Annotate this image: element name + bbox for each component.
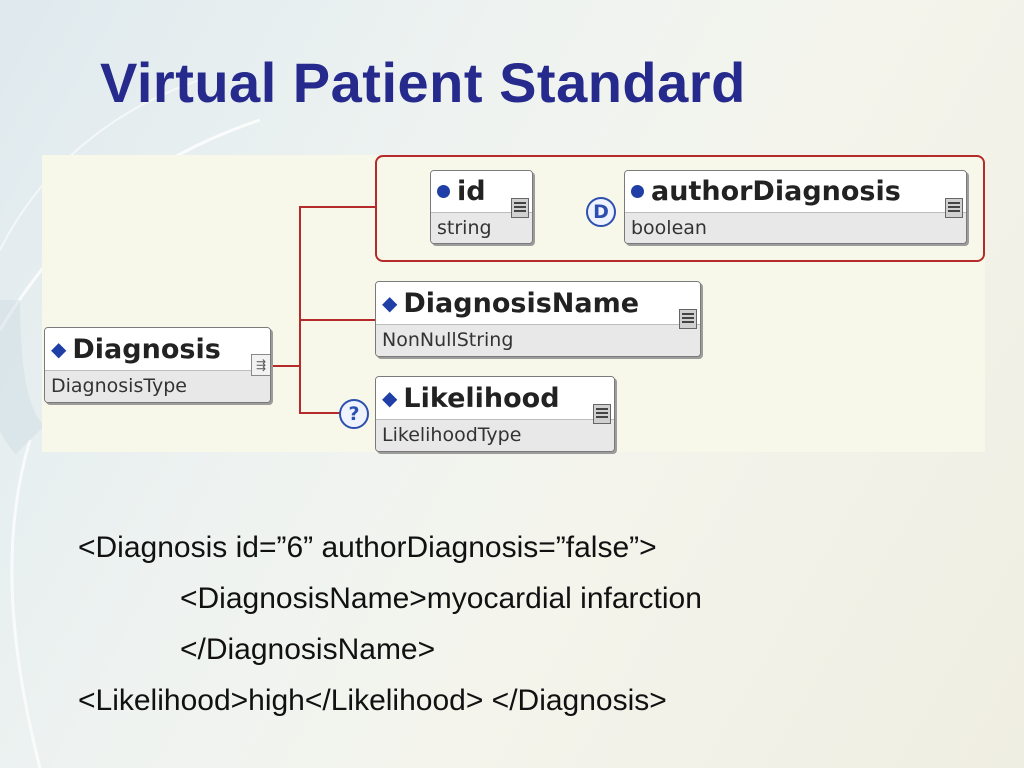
element-diagnosisname-box[interactable]: ◆DiagnosisName NonNullString: [375, 281, 701, 357]
element-diagnosisname-type: NonNullString: [376, 323, 700, 356]
element-diagnosisname-name: DiagnosisName: [403, 287, 640, 319]
element-likelihood-name: Likelihood: [403, 382, 560, 414]
sequence-icon: ⇶: [251, 354, 270, 376]
attribute-id-box[interactable]: id string: [430, 170, 533, 244]
element-diagnosis-box[interactable]: ◆Diagnosis DiagnosisType ⇶: [44, 327, 271, 403]
element-diagnosis-name: Diagnosis: [72, 333, 221, 365]
element-diagnosis-type: DiagnosisType: [45, 369, 270, 402]
diamond-icon: ◆: [382, 386, 398, 411]
slide-title: Virtual Patient Standard: [100, 51, 746, 114]
default-badge: D: [586, 197, 616, 227]
annotation-icon: [593, 404, 611, 424]
annotation-icon: [511, 198, 529, 218]
xml-line-3: </DiagnosisName>: [180, 633, 436, 666]
attribute-authordiagnosis-type: boolean: [625, 211, 966, 243]
element-likelihood-box[interactable]: ◆Likelihood LikelihoodType: [375, 376, 615, 452]
annotation-icon: [945, 198, 963, 218]
xml-example: <Diagnosis id=”6” authorDiagnosis=”false…: [78, 522, 978, 726]
xml-line-1: <Diagnosis id=”6” authorDiagnosis=”false…: [78, 531, 657, 564]
xml-line-4: <Likelihood>high</Likelihood> </Diagnosi…: [78, 684, 667, 717]
schema-diagram: id string D authorDiagnosis boolean ◆Dia…: [42, 155, 985, 452]
element-likelihood-type: LikelihoodType: [376, 418, 614, 451]
attribute-authordiagnosis-box[interactable]: authorDiagnosis boolean: [624, 170, 967, 244]
diamond-icon: ◆: [382, 291, 398, 316]
optional-badge: ?: [339, 399, 369, 429]
attribute-authordiagnosis-name: authorDiagnosis: [651, 176, 901, 208]
diamond-icon: ◆: [51, 337, 67, 362]
connector-lines: [272, 206, 375, 418]
dot-icon: [437, 185, 450, 199]
dot-icon: [631, 185, 644, 199]
annotation-icon: [679, 309, 697, 329]
xml-line-2: <DiagnosisName>myocardial infarction: [180, 582, 702, 615]
attribute-id-name: id: [457, 176, 486, 208]
